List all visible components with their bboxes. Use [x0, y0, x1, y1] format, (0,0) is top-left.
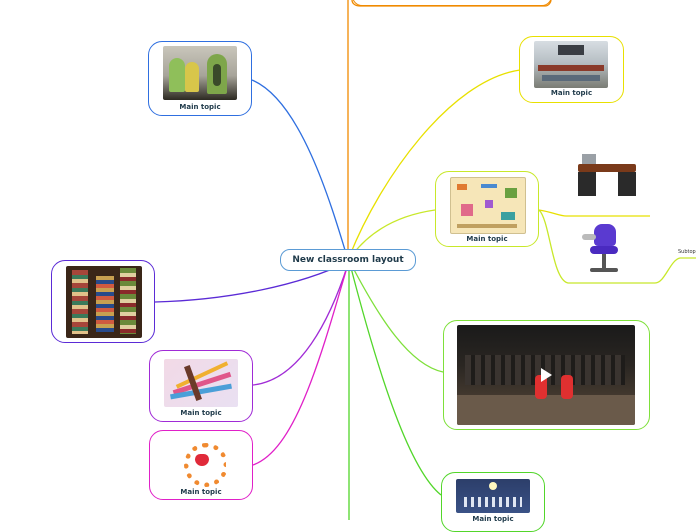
topic-node-7[interactable]: Main topic: [441, 472, 545, 532]
branch-green: [349, 261, 444, 373]
branch-violet: [252, 263, 349, 386]
topic-label: Main topic: [179, 103, 221, 111]
topic-image-bookshelves: [66, 266, 142, 338]
branch-yellow: [349, 69, 521, 256]
topic-image-people-ideas: [456, 479, 530, 513]
topic-image-children-circle: [178, 437, 226, 487]
topic-node-3[interactable]: Main topic: [149, 350, 253, 422]
video-node[interactable]: [443, 320, 650, 430]
subtopic-image-desk[interactable]: [574, 150, 640, 200]
branch-blue: [251, 79, 349, 261]
topic-label: Main topic: [550, 89, 593, 97]
topic-node-4[interactable]: Main topic: [149, 430, 253, 500]
play-icon[interactable]: [541, 368, 552, 382]
topic-label: Main topic: [466, 235, 508, 243]
topic-node-partial[interactable]: [352, 0, 552, 6]
topic-node-6[interactable]: Main topic: [435, 171, 539, 247]
sub-branch-desk: [538, 209, 650, 217]
topic-label: Main topic: [180, 488, 222, 496]
branch-connectors: [154, 0, 696, 520]
central-topic[interactable]: New classroom layout: [280, 249, 416, 271]
topic-image-floor-plan: [450, 177, 526, 234]
topic-image-classroom: [534, 41, 608, 88]
topic-label: Main topic: [180, 409, 222, 417]
topic-image-paintbrushes: [164, 359, 238, 407]
subtopic-label[interactable]: Subtop: [678, 249, 696, 255]
sub-branch-chair: [538, 209, 696, 284]
branch-orange-top: [351, 0, 552, 7]
topic-node-2[interactable]: [51, 260, 155, 343]
topic-label: Main topic: [472, 515, 514, 523]
branch-magenta: [252, 263, 349, 466]
subtopic-image-chair[interactable]: [580, 222, 630, 282]
topic-node-5[interactable]: Main topic: [519, 36, 624, 103]
topic-node-1[interactable]: Main topic: [148, 41, 252, 116]
branch-brightgreen-2: [349, 263, 442, 496]
topic-image-pods: [163, 46, 237, 100]
